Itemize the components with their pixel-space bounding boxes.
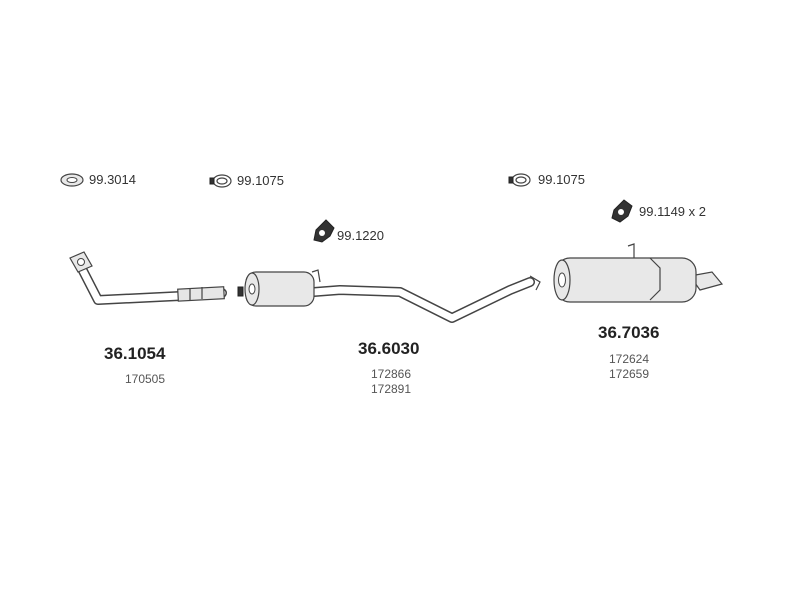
clamp-icon-1 — [209, 174, 232, 188]
gasket-label: 99.3014 — [89, 172, 136, 187]
middle-silencer-drawing — [244, 269, 541, 323]
front-pipe-part-number: 36.1054 — [104, 344, 166, 363]
middle-silencer-part-number: 36.6030 — [358, 339, 420, 358]
hanger-label-mid: 99.1220 — [337, 228, 384, 243]
middle-silencer-ref: 172891 — [370, 382, 412, 396]
middle-silencer-refs: 172866 172891 — [346, 367, 436, 397]
clamp-icon-2 — [508, 173, 531, 187]
front-pipe-drawing — [69, 251, 244, 305]
rear-silencer-drawing — [553, 243, 724, 303]
rear-silencer-refs: 172624 172659 — [584, 352, 674, 382]
gasket-icon — [60, 173, 84, 187]
clamp-label-2: 99.1075 — [538, 172, 585, 187]
rubber-hanger-icon-mid — [313, 219, 335, 243]
middle-silencer-ref: 172866 — [370, 367, 412, 381]
clamp-label-1: 99.1075 — [237, 173, 284, 188]
rear-silencer-part-number: 36.7036 — [598, 323, 660, 342]
rubber-hanger-icon-rear — [611, 199, 633, 223]
hanger-label-rear: 99.1149 x 2 — [639, 204, 706, 219]
front-pipe-ref: 170505 — [124, 372, 166, 386]
front-pipe-refs: 170505 — [100, 372, 190, 387]
rear-silencer-ref: 172624 — [608, 352, 650, 366]
rear-silencer-ref: 172659 — [608, 367, 650, 381]
